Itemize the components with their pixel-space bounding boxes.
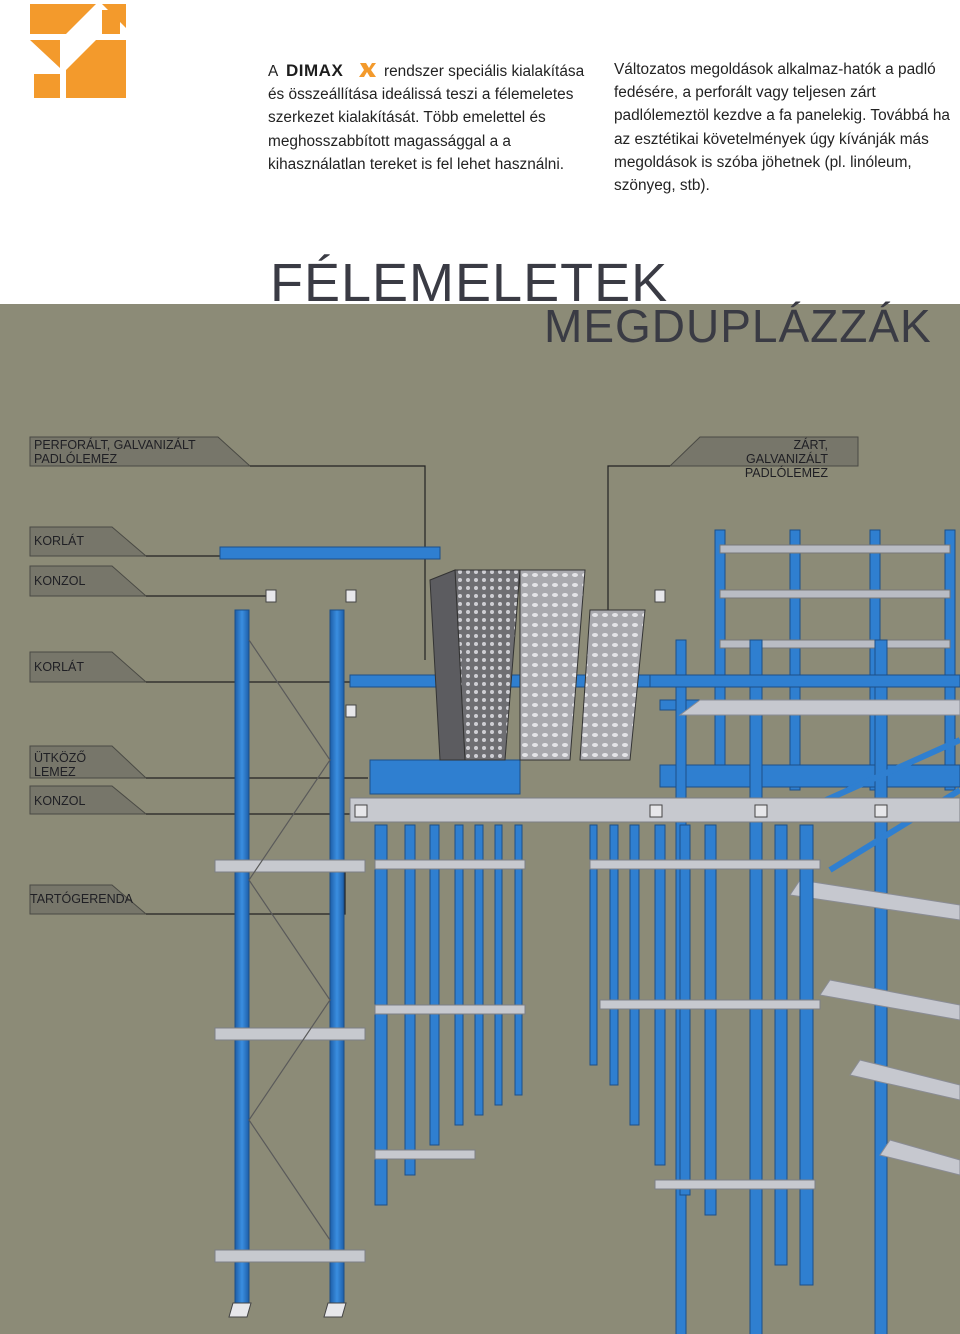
intro-prefix: A (268, 63, 278, 80)
tall-uprights (234, 609, 345, 1311)
floor-plates (429, 569, 646, 761)
label-buffer-plate: ÜTKÖZŐ LEMEZ (34, 751, 87, 779)
title-line-2: MEGDUPLÁZZÁK (544, 300, 932, 352)
label-bracket-2: KONZOL (34, 794, 86, 808)
label-railing-1: KORLÁT (34, 534, 85, 548)
company-logo-icon (30, 4, 126, 98)
side-paragraph: Változatos megoldások alkalmaz-hatók a p… (614, 61, 950, 195)
shelf-decks (678, 699, 960, 1176)
mezzanine-illustration (0, 304, 960, 1334)
brand-name: DIMAX (286, 62, 343, 78)
left-rack-uprights (374, 824, 523, 1206)
upright-crossbars (214, 859, 366, 1263)
left-rack-beams (374, 859, 526, 1160)
right-rack-beams (589, 859, 821, 1190)
mezzanine-drawing (29, 436, 960, 1334)
intro-text: rendszer speciális kialakítása és összeá… (268, 63, 585, 173)
right-rack-uprights (589, 824, 814, 1286)
leader-lines (146, 465, 670, 915)
brackets (265, 589, 888, 818)
dimax-logo: DIMAX (286, 62, 376, 78)
label-bracket-1: KONZOL (34, 574, 86, 588)
title-line-1: FÉLEMELETEK (270, 253, 669, 313)
floor-fixings (228, 1302, 347, 1318)
label-closed-floor: ZÁRT, GALVANIZÁLT PADLÓLEMEZ (744, 438, 828, 480)
label-railing-2: KORLÁT (34, 660, 85, 674)
buffer-plate (369, 759, 521, 795)
label-perforated-floor: PERFORÁLT, GALVANIZÁLT PADLÓLEMEZ (34, 438, 196, 466)
intro-paragraph: A DIMAX rendszer speciális kialakítása é… (268, 60, 598, 176)
label-support-beam: TARTÓGERENDA (30, 892, 134, 906)
railing-top (219, 546, 441, 560)
